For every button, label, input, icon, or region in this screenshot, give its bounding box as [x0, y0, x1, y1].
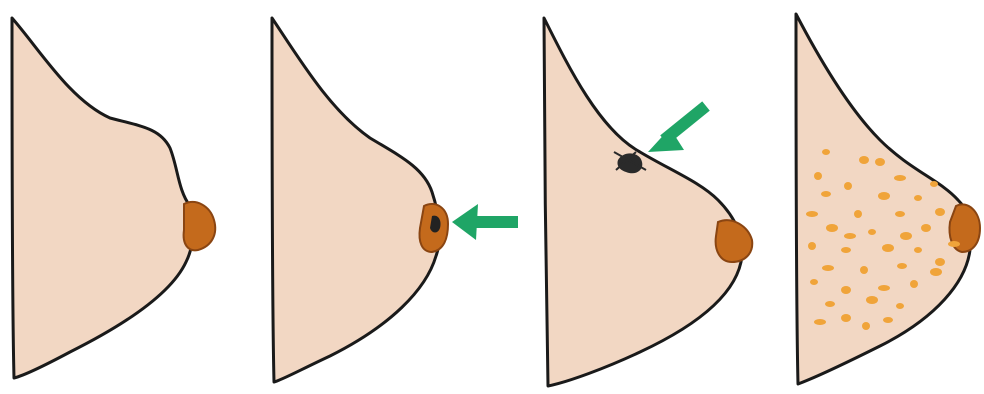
panel-2 [272, 18, 448, 382]
orange-spot [859, 156, 869, 164]
orange-spot [844, 182, 852, 190]
panel-3-nipple [716, 220, 753, 262]
orange-spot [930, 268, 942, 276]
panel-1 [12, 18, 215, 378]
orange-spot [841, 314, 851, 322]
orange-spot [841, 247, 851, 253]
panel-1-nipple [184, 202, 216, 250]
orange-spot [935, 258, 945, 266]
panel-2-outline [272, 18, 439, 382]
orange-spot [914, 195, 922, 201]
arrow-left-icon [452, 204, 518, 240]
orange-spot [948, 241, 960, 247]
orange-spot [841, 286, 851, 294]
orange-spot [862, 322, 870, 330]
orange-spot [822, 265, 834, 271]
orange-spot [854, 210, 862, 218]
orange-spot [878, 192, 890, 200]
panel-1-outline [12, 18, 193, 378]
orange-spot [882, 244, 894, 252]
panel-3 [544, 18, 752, 386]
orange-spot [935, 208, 945, 216]
orange-spot [883, 317, 893, 323]
orange-spot [878, 285, 890, 291]
orange-spot [822, 149, 830, 155]
orange-spot [894, 175, 906, 181]
arrow-down-left-icon [648, 106, 706, 152]
orange-spot [806, 211, 818, 217]
orange-spot [814, 319, 826, 325]
orange-spot [810, 279, 818, 285]
orange-spot [866, 296, 878, 304]
orange-spot [875, 158, 885, 166]
orange-spot [821, 191, 831, 197]
orange-spot [914, 247, 922, 253]
orange-spot [900, 232, 912, 240]
panel-4 [796, 14, 980, 384]
panel-3-outline [544, 18, 742, 386]
orange-spot [895, 211, 905, 217]
orange-spot [921, 224, 931, 232]
orange-spot [910, 280, 918, 288]
orange-spot [808, 242, 816, 250]
orange-spot [896, 303, 904, 309]
orange-spot [868, 229, 876, 235]
orange-spot [814, 172, 822, 180]
orange-spot [897, 263, 907, 269]
orange-spot [930, 181, 938, 187]
orange-spot [860, 266, 868, 274]
orange-spot [826, 224, 838, 232]
orange-spot [844, 233, 856, 239]
orange-spot [825, 301, 835, 307]
